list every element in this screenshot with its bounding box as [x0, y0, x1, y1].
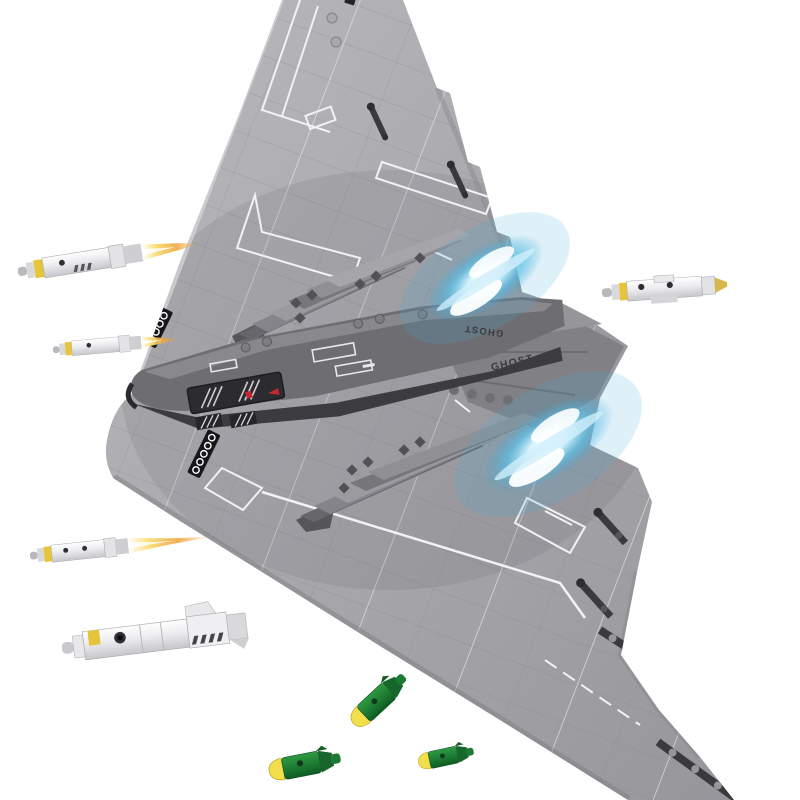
- missile-top-left: [17, 243, 200, 279]
- engine-glow-lower: [454, 370, 642, 518]
- missile-large-bottom-left: [61, 601, 250, 661]
- ghost-marking-top: GHOST: [463, 322, 504, 338]
- edge-cannons: [366, 102, 628, 619]
- exhaust-flame: [127, 536, 212, 554]
- missile-bottom-left: [29, 536, 212, 563]
- exhaust-flame: [140, 336, 179, 348]
- fuselage: [125, 296, 565, 431]
- white-outline-prints: [209, 341, 375, 378]
- green-bomb-bottom-right: [418, 741, 474, 770]
- fuselage-studs: [240, 309, 428, 353]
- vent-grilles: [195, 410, 258, 431]
- green-bomb-bottom-left: [268, 745, 341, 781]
- missile-mid-left: [52, 334, 179, 356]
- upper-engine-hump: [232, 229, 472, 352]
- red-arrow-decals: [245, 388, 280, 400]
- missile-right: [601, 274, 728, 304]
- exhaust-flame: [140, 243, 200, 261]
- green-bomb-center: [350, 674, 407, 727]
- engine-glow-upper: [400, 212, 570, 344]
